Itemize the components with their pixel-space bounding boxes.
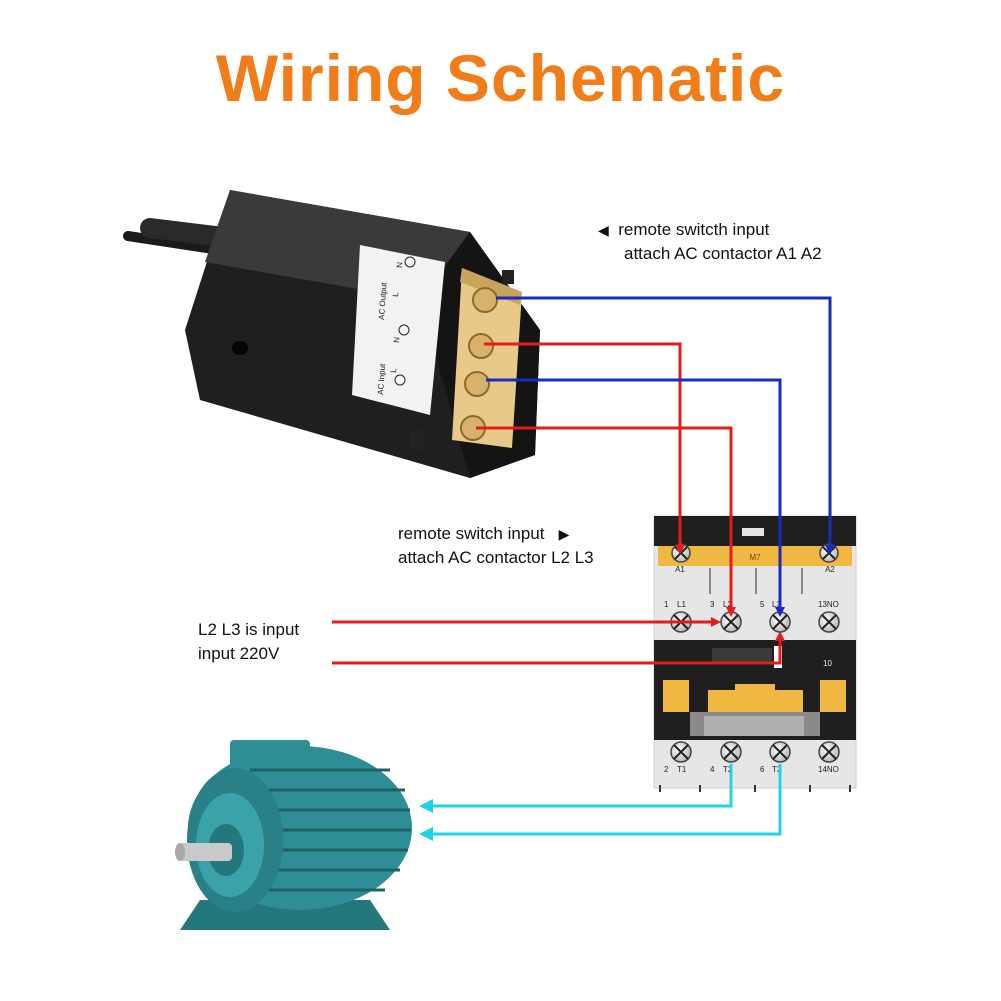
annotation-input-line1: L2 L3 is input (198, 620, 300, 639)
output-l-label: L (391, 292, 400, 298)
screw-terminal-icon (720, 611, 742, 633)
terminal-a1-label: A1 (675, 565, 685, 574)
annotation-l2-l3: remote switch input ▶ attach AC contacto… (398, 522, 594, 570)
contactor-coil-bar (658, 546, 852, 566)
screw-terminal-icon (670, 741, 692, 763)
top-terminal-label: L1 (677, 600, 686, 609)
annotation-l2l3-line2: attach AC contactor L2 L3 (398, 548, 594, 567)
bottom-terminal-label: T3 (772, 765, 782, 774)
top-terminal-label: L3 (772, 600, 781, 609)
remote-receiver-module: AC Output AC Input L N L N (123, 190, 540, 478)
triangle-left-icon: ◀ (598, 222, 609, 238)
wire-input-n-to-l3 (486, 378, 785, 617)
annotation-a1a2-line1: remote switcth input (618, 220, 770, 239)
bottom-terminal-label: 4 (710, 765, 715, 774)
bottom-terminal-label: T2 (723, 765, 733, 774)
terminal-a2-label: A2 (825, 565, 835, 574)
annotation-a1a2-line2: attach AC contactor A1 A2 (624, 244, 822, 263)
bottom-terminal-label: 14NO (818, 765, 839, 774)
bottom-terminal-label: 2 (664, 765, 669, 774)
wires (332, 296, 835, 841)
motor-shaft (178, 843, 232, 861)
contactor-model: M7 (749, 553, 761, 562)
contactor-bottom-terminal-labels: 2 T1 4 T2 6 T3 14NO (664, 765, 839, 774)
top-terminal-label: 13NO (818, 600, 839, 609)
bottom-terminal-label: T1 (677, 765, 687, 774)
annotation-input-voltage: L2 L3 is input input 220V (198, 618, 299, 666)
top-terminal-label: 5 (760, 600, 765, 609)
wire-input-l-to-l2 (476, 426, 736, 617)
output-n-label: N (395, 262, 404, 269)
ac-output-label: AC Output (377, 281, 389, 320)
receiver-led-hole (232, 341, 248, 355)
annotation-a1-a2: ◀ remote switcth input attach AC contact… (598, 218, 822, 266)
wire-output-l-to-a1 (484, 342, 685, 555)
annotation-input-line2: input 220V (198, 644, 280, 663)
bottom-terminal-label: 6 (760, 765, 765, 774)
electric-motor-icon (175, 740, 412, 930)
screw-terminal-icon (818, 741, 840, 763)
triangle-right-icon: ▶ (558, 526, 570, 542)
receiver-cable (123, 231, 225, 255)
screw-terminal-icon (769, 741, 791, 763)
wire-output-n-to-a2 (496, 296, 835, 555)
wire-t2-to-motor (419, 764, 733, 813)
screw-terminal-icon (460, 287, 498, 441)
ac-input-label: AC Input (376, 363, 387, 395)
receiver-terminal-block (452, 268, 522, 448)
screw-terminal-icon (769, 611, 791, 633)
input-l-label: L (389, 368, 398, 374)
contactor-top-terminal-labels: 1 L1 3 L2 5 L3 13NO (664, 600, 839, 609)
aux-contact-label: 10 (823, 659, 832, 668)
screw-terminal-icon (720, 741, 742, 763)
screw-terminal-icon (818, 611, 840, 633)
ac-contactor: M7 A1 A2 1 L1 3 L2 5 L3 13NO 10 2 T1 4 T… (653, 515, 857, 792)
annotation-l2l3-line1: remote switch input (398, 524, 545, 543)
input-n-label: N (392, 337, 401, 344)
top-terminal-label: 3 (710, 600, 715, 609)
top-terminal-label: 1 (664, 600, 669, 609)
page-title: Wiring Schematic (215, 41, 786, 115)
top-terminal-label: L2 (723, 600, 732, 609)
wire-supply-to-l3 (332, 631, 785, 665)
wire-t3-to-motor (419, 764, 782, 841)
